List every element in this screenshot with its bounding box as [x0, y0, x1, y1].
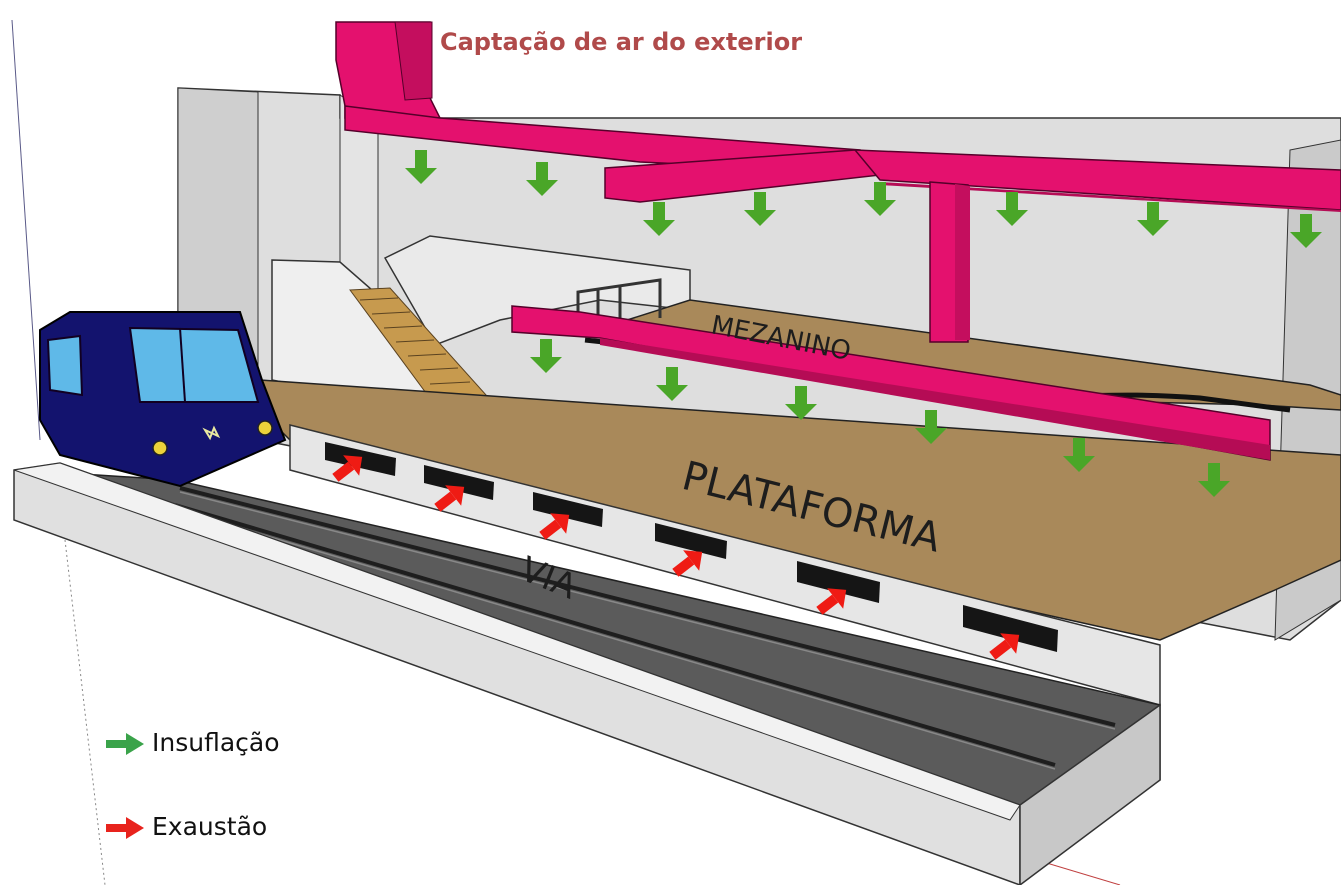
train	[39, 311, 287, 488]
slab-end	[1019, 703, 1161, 885]
mezzanine-wall	[383, 235, 691, 346]
legend-supply: Insuflação	[104, 728, 280, 757]
rails	[174, 486, 1116, 767]
air-duct	[335, 21, 1341, 461]
legend-supply-label: Insuflação	[152, 728, 280, 757]
legend-exhaust: Exaustão	[104, 812, 267, 841]
guide-line	[64, 539, 106, 885]
guide-line	[11, 19, 41, 441]
red-arrow-icon	[106, 816, 144, 839]
green-arrow-icon	[106, 732, 144, 755]
diagram-title: Captação de ar do exterior	[440, 28, 802, 56]
rail-highlights	[174, 491, 1116, 770]
legend-exhaust-label: Exaustão	[152, 812, 268, 841]
